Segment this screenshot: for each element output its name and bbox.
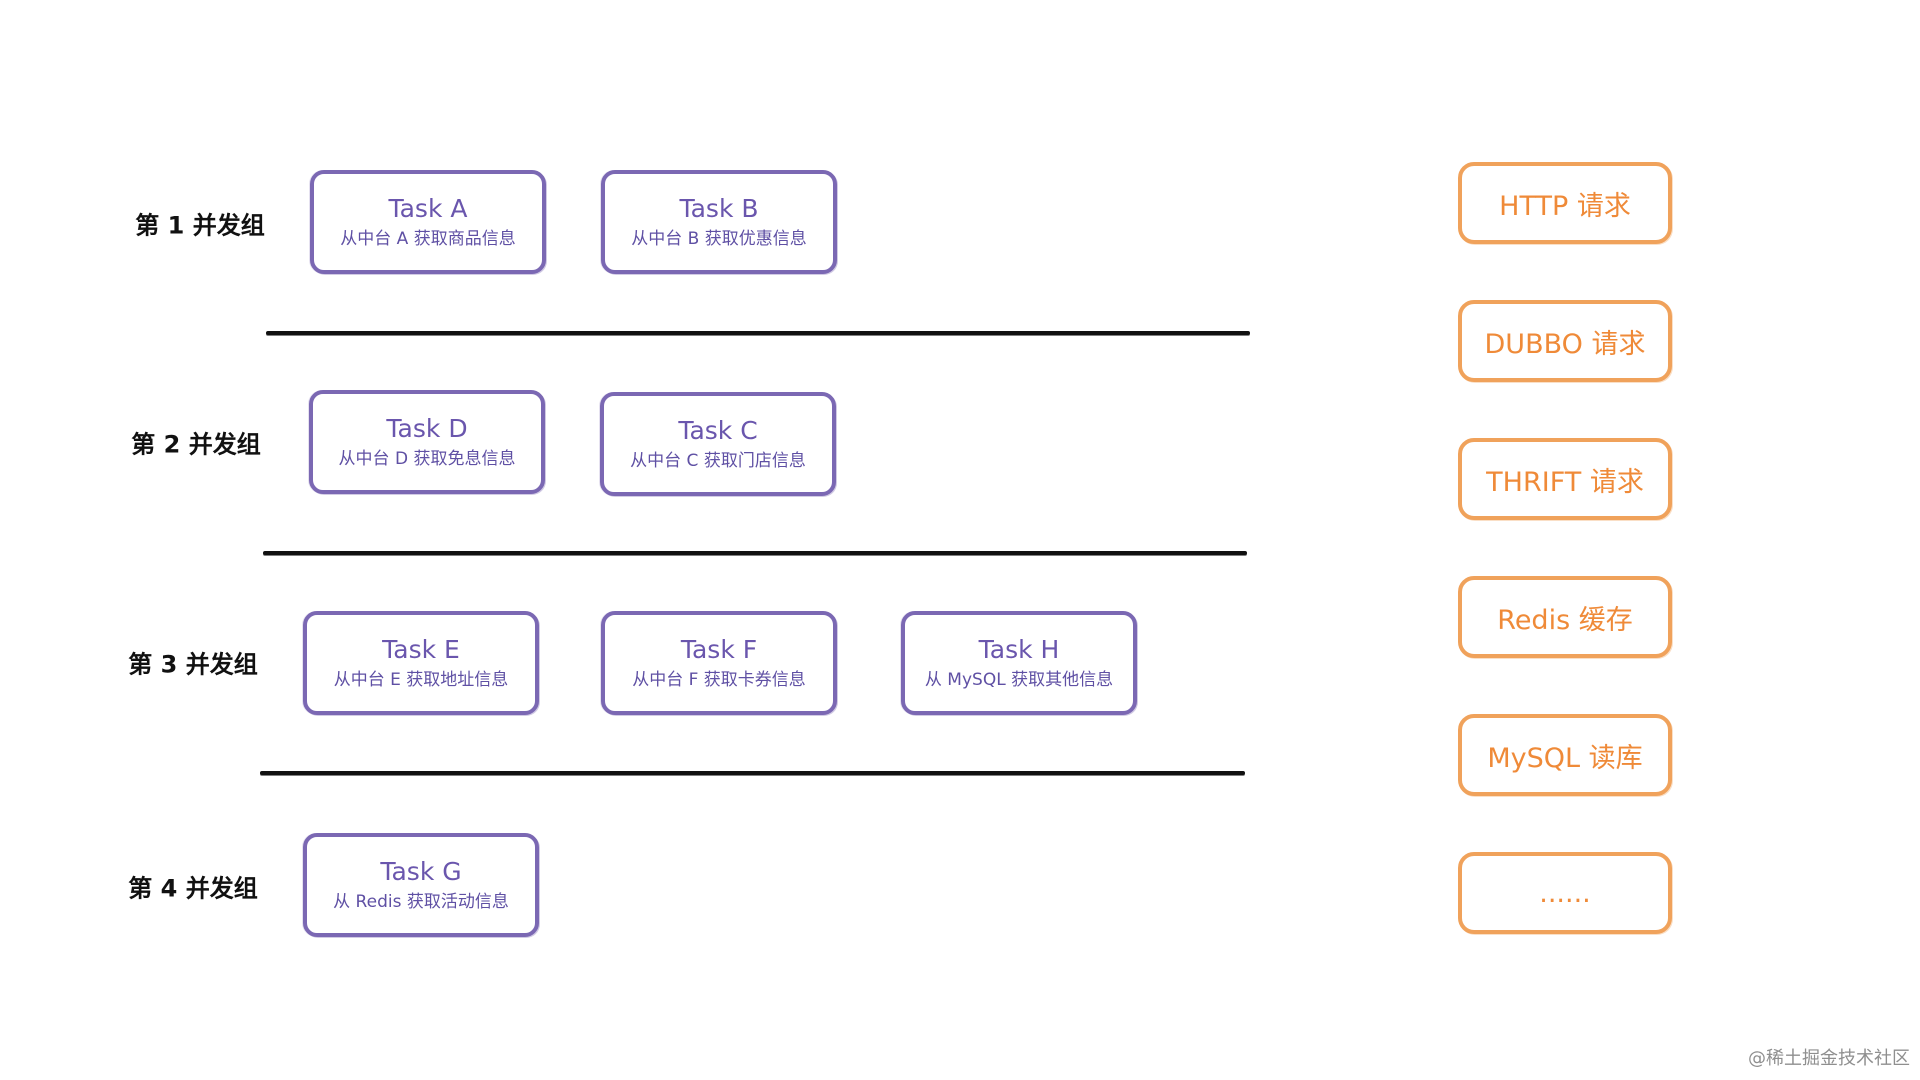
task-f-desc: 从中台 F 获取卡券信息 <box>632 670 806 690</box>
task-d-desc: 从中台 D 获取免息信息 <box>338 449 516 469</box>
task-c-desc: 从中台 C 获取门店信息 <box>630 451 806 471</box>
source-mysql: MySQL 读库 <box>1458 714 1672 796</box>
task-b-title: Task B <box>679 194 759 223</box>
task-d-box: Task D 从中台 D 获取免息信息 <box>309 390 545 494</box>
watermark: @稀土掘金技术社区 <box>1748 1048 1910 1069</box>
group-divider-1 <box>266 331 1250 335</box>
group-divider-2 <box>263 551 1247 555</box>
task-c-box: Task C 从中台 C 获取门店信息 <box>600 392 836 496</box>
task-b-desc: 从中台 B 获取优惠信息 <box>631 229 807 249</box>
task-g-box: Task G 从 Redis 获取活动信息 <box>303 833 539 937</box>
source-http: HTTP 请求 <box>1458 162 1672 244</box>
task-h-box: Task H 从 MySQL 获取其他信息 <box>901 611 1137 715</box>
task-g-title: Task G <box>380 857 462 886</box>
task-f-title: Task F <box>680 635 758 664</box>
task-f-box: Task F 从中台 F 获取卡券信息 <box>601 611 837 715</box>
task-a-box: Task A 从中台 A 获取商品信息 <box>310 170 546 274</box>
group-label-1: 第 1 并发组 <box>135 211 265 240</box>
task-h-desc: 从 MySQL 获取其他信息 <box>924 670 1114 690</box>
task-e-desc: 从中台 E 获取地址信息 <box>333 670 509 690</box>
task-h-title: Task H <box>978 635 1060 664</box>
group-label-2: 第 2 并发组 <box>131 430 261 459</box>
group-divider-3 <box>260 771 1245 775</box>
group-label-3: 第 3 并发组 <box>128 650 258 679</box>
task-a-title: Task A <box>388 194 468 223</box>
task-a-desc: 从中台 A 获取商品信息 <box>340 229 516 249</box>
group-label-4: 第 4 并发组 <box>128 874 258 903</box>
task-c-title: Task C <box>678 416 758 445</box>
source-more: ...... <box>1458 852 1672 934</box>
source-thrift: THRIFT 请求 <box>1458 438 1672 520</box>
task-d-title: Task D <box>386 414 468 443</box>
source-dubbo: DUBBO 请求 <box>1458 300 1672 382</box>
task-g-desc: 从 Redis 获取活动信息 <box>333 892 509 912</box>
task-e-box: Task E 从中台 E 获取地址信息 <box>303 611 539 715</box>
source-redis: Redis 缓存 <box>1458 576 1672 658</box>
task-b-box: Task B 从中台 B 获取优惠信息 <box>601 170 837 274</box>
task-e-title: Task E <box>382 635 460 664</box>
